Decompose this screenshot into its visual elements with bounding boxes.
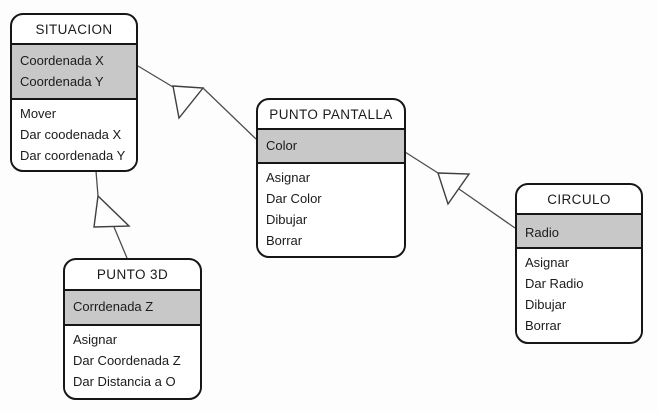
class-title: PUNTO PANTALLA	[258, 100, 404, 130]
attributes-section: Radio	[517, 215, 641, 249]
method-item: Dibujar	[266, 212, 308, 227]
method-item: Asignar	[73, 332, 118, 347]
generalization-line-punto-pantalla-side-2	[404, 151, 439, 174]
method-item: Mover	[20, 106, 57, 121]
attributes-section: Color	[258, 130, 404, 164]
generalization-arrowhead-to-situacion-2	[93, 194, 131, 228]
method-item: Dar coordenada Y	[20, 148, 126, 163]
generalization-line-situacion-side	[137, 65, 174, 88]
attributes-section: Corrdenada Z	[65, 291, 200, 326]
generalization-line-circulo-side	[458, 188, 516, 229]
attribute-item: Corrdenada Z	[73, 299, 154, 314]
generalization-arrowhead-to-situacion	[172, 85, 205, 120]
method-item: Dar Radio	[525, 276, 584, 291]
class-box-punto-pantalla: PUNTO PANTALLA Color Asignar Dar Color D…	[256, 98, 406, 258]
method-item: Dibujar	[525, 297, 567, 312]
method-item: Asignar	[525, 255, 570, 270]
method-item: Dar Coordenada Z	[73, 353, 181, 368]
methods-section: Asignar Dar Radio Dibujar Borrar	[517, 249, 641, 336]
generalization-arrowhead-to-punto-pantalla	[437, 172, 471, 206]
method-item: Dar Color	[266, 191, 322, 206]
class-title: PUNTO 3D	[65, 260, 200, 291]
method-item: Borrar	[266, 233, 303, 248]
methods-section: Mover Dar coodenada X Dar coordenada Y	[12, 100, 136, 166]
methods-section: Asignar Dar Coordenada Z Dar Distancia a…	[65, 326, 200, 392]
class-title: SITUACION	[12, 15, 136, 45]
method-item: Dar Distancia a O	[73, 374, 176, 389]
class-box-punto-3d: PUNTO 3D Corrdenada Z Asignar Dar Coorde…	[63, 258, 202, 400]
method-item: Borrar	[525, 318, 562, 333]
attribute-item: Color	[266, 138, 298, 153]
generalization-line-situacion-side-2	[95, 170, 99, 197]
generalization-line-punto-pantalla-side	[202, 87, 257, 140]
attribute-item: Coordenada X	[20, 53, 104, 68]
method-item: Dar coodenada X	[20, 127, 122, 142]
attribute-item: Coordenada Y	[20, 74, 104, 89]
attributes-section: Coordenada X Coordenada Y	[12, 45, 136, 100]
class-box-situacion: SITUACION Coordenada X Coordenada Y Move…	[10, 13, 138, 172]
methods-section: Asignar Dar Color Dibujar Borrar	[258, 164, 404, 251]
method-item: Asignar	[266, 170, 311, 185]
attribute-item: Radio	[525, 225, 559, 240]
class-box-circulo: CIRCULO Radio Asignar Dar Radio Dibujar …	[515, 183, 643, 344]
class-title: CIRCULO	[517, 185, 641, 215]
generalization-line-punto-3d-side	[113, 226, 128, 259]
